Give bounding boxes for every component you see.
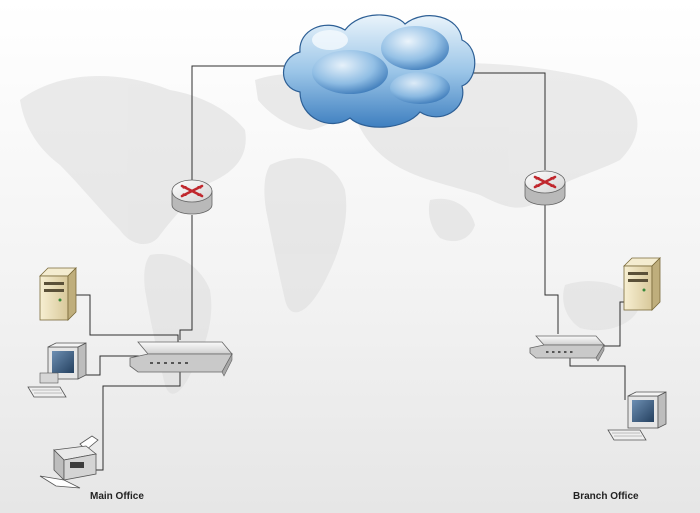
link-cloud-router-main (191, 65, 291, 180)
link-switch-workstation-branch (569, 358, 626, 400)
network-links (70, 65, 640, 471)
link-router-switch-main (179, 215, 193, 340)
workstation-icon (607, 391, 667, 441)
link-router-switch-branch (544, 205, 559, 334)
switch-icon (529, 335, 605, 362)
link-switch-workstation-main (80, 355, 140, 376)
router-icon (171, 179, 213, 215)
server-icon (39, 267, 77, 321)
link-switch-server-main (70, 294, 179, 345)
link-switch-printer-main (96, 372, 181, 471)
main-office-label: Main Office (90, 491, 144, 502)
workstation-icon (27, 342, 87, 398)
link-cloud-router-branch (466, 72, 546, 170)
internet-cloud-icon (283, 14, 476, 128)
switch-icon (129, 341, 233, 377)
printer-icon (39, 435, 99, 489)
router-icon (524, 170, 566, 206)
server-icon (623, 257, 661, 311)
branch-office-label: Branch Office (573, 491, 639, 502)
